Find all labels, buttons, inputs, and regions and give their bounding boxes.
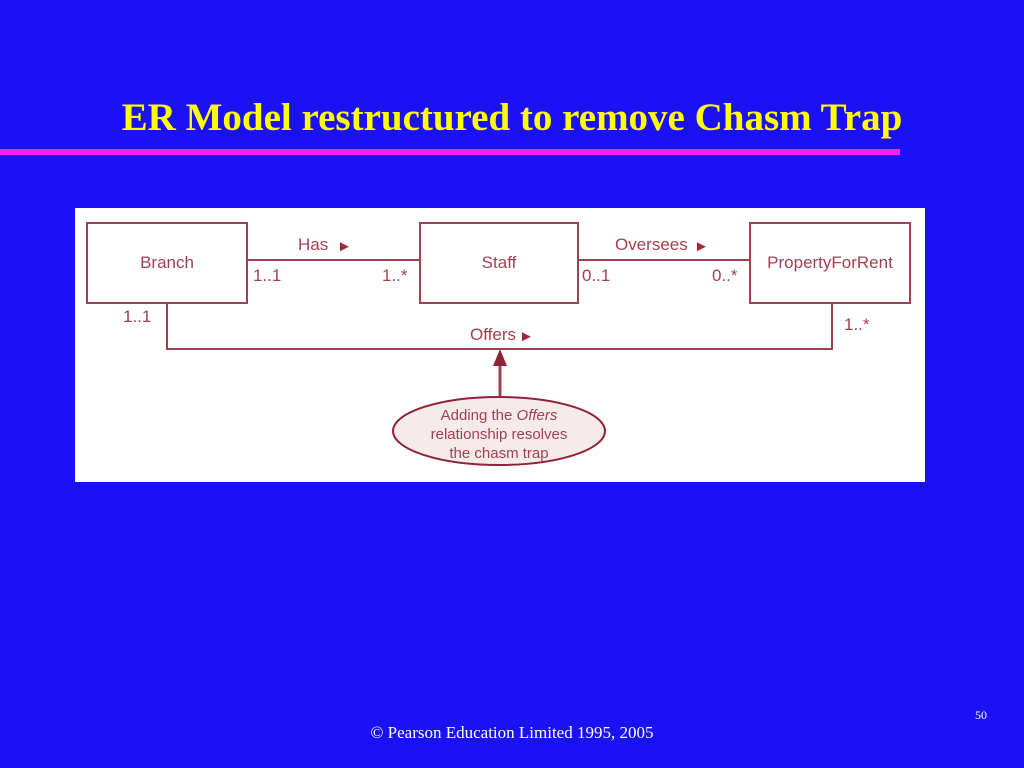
slide-number: 50: [975, 708, 987, 722]
cardinality-oversees-property: 0..*: [712, 266, 738, 285]
note-line-2: relationship resolves: [431, 426, 568, 443]
cardinality-has-staff: 1..*: [382, 266, 408, 285]
entity-box-branch[interactable]: [86, 222, 248, 304]
note-line-1-emphasis: Offers: [517, 407, 558, 424]
entity-box-propertyforrent[interactable]: [749, 222, 911, 304]
note-ellipse[interactable]: [392, 396, 606, 466]
entity-label-branch: Branch: [140, 253, 194, 272]
page-title: ER Model restructured to remove Chasm Tr…: [121, 96, 903, 139]
relationship-line-offers[interactable]: [166, 303, 833, 350]
cardinality-has-branch: 1..1: [253, 266, 281, 285]
cardinality-oversees-staff: 0..1: [582, 266, 610, 285]
relationship-label-oversees: Oversees: [615, 235, 688, 254]
entity-label-staff: Staff: [482, 253, 517, 272]
note-connector-arrowhead-icon: [493, 349, 507, 366]
relationship-direction-icon-oversees: ►: [694, 238, 709, 255]
relationship-label-offers: Offers: [470, 325, 516, 344]
copyright-footer: © Pearson Education Limited 1995, 2005: [370, 723, 654, 742]
title-underline-rule: [0, 149, 900, 155]
cardinality-offers-property: 1..*: [844, 315, 870, 334]
relationship-direction-icon-has: ►: [337, 238, 352, 255]
cardinality-offers-branch: 1..1: [123, 307, 151, 326]
relationship-label-has: Has: [298, 235, 328, 254]
note-line-3: the chasm trap: [449, 445, 548, 462]
note-line-1: Adding the Offers: [441, 407, 558, 424]
entity-box-staff[interactable]: [419, 222, 579, 304]
note-line-1-prefix: Adding the: [441, 407, 517, 424]
relationship-direction-icon-offers: ►: [519, 328, 534, 345]
er-diagram: Branch Staff PropertyForRent Has ► 1..1 …: [86, 222, 911, 466]
entity-label-propertyforrent: PropertyForRent: [767, 253, 893, 272]
er-diagram-panel: Branch Staff PropertyForRent Has ► 1..1 …: [75, 208, 925, 482]
